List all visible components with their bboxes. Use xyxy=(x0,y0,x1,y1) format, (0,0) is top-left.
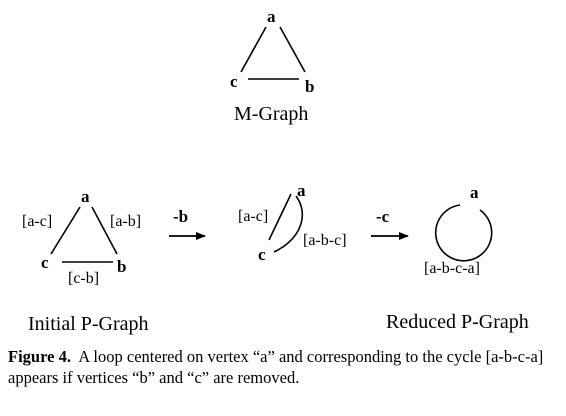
initial-node-a: a xyxy=(81,187,90,206)
intermediate-edge-label-a-b-c: [a-b-c] xyxy=(303,232,347,249)
caption-text: A loop centered on vertex “a” and corres… xyxy=(8,347,544,387)
reduced-p-graph: a [a-b-c-a] Reduced P-Graph xyxy=(386,183,529,333)
step2-operation-label: -c xyxy=(376,207,390,226)
reduced-loop-a xyxy=(434,204,493,262)
intermediate-node-c: c xyxy=(258,245,266,264)
step-remove-b: -b xyxy=(169,207,206,240)
initial-node-b: b xyxy=(117,257,126,276)
initial-node-c: c xyxy=(41,253,49,272)
intermediate-graph: a c [a-c] [a-b-c] xyxy=(238,181,347,264)
caption-label: Figure 4. xyxy=(8,347,71,366)
intermediate-edge-a-c xyxy=(268,193,292,241)
figure-caption: Figure 4. A loop centered on vertex “a” … xyxy=(8,346,560,388)
m-graph-title: M-Graph xyxy=(234,103,308,125)
initial-edge-label-a-c: [a-c] xyxy=(22,213,52,230)
initial-edge-a-c xyxy=(50,206,81,255)
m-graph-node-a: a xyxy=(267,7,276,26)
reduced-loop-label: [a-b-c-a] xyxy=(424,260,480,277)
reduced-p-graph-title: Reduced P-Graph xyxy=(386,311,529,333)
initial-p-graph: a c b [a-c] [a-b] [c-b] Initial P-Graph xyxy=(22,187,149,335)
m-graph-node-c: c xyxy=(230,72,238,91)
intermediate-node-a: a xyxy=(297,181,306,200)
m-graph-node-b: b xyxy=(305,77,314,96)
reduced-node-a: a xyxy=(470,183,479,202)
m-graph-edge-a-c xyxy=(240,26,267,73)
initial-edge-label-a-b: [a-b] xyxy=(110,213,141,230)
intermediate-edge-label-a-c: [a-c] xyxy=(238,208,268,225)
step-remove-c: -c xyxy=(371,207,409,240)
initial-edge-a-b xyxy=(91,206,118,255)
initial-p-graph-title: Initial P-Graph xyxy=(28,313,149,335)
m-graph-edge-a-b xyxy=(279,26,306,73)
intermediate-edge-a-b-c xyxy=(273,195,304,253)
initial-edge-label-c-b: [c-b] xyxy=(68,270,99,287)
step1-operation-label: -b xyxy=(173,207,188,226)
m-graph: a c b M-Graph xyxy=(230,7,314,125)
